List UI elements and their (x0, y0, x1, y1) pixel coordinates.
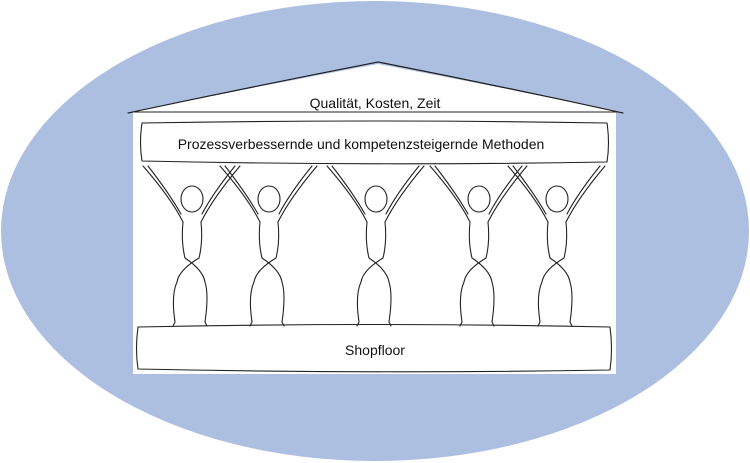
pillar-figure (326, 165, 425, 327)
figure-head (467, 185, 491, 213)
building-body (133, 112, 616, 374)
figure-arms (429, 165, 528, 223)
figure-body (172, 221, 208, 327)
figure-head (257, 185, 281, 213)
roof-label: Qualität, Kosten, Zeit (310, 95, 441, 111)
figure-body (537, 221, 573, 327)
roof-outline (127, 61, 624, 114)
pillar-figure (142, 165, 241, 327)
figure-arms (142, 165, 241, 223)
base-label: Shopfloor (345, 342, 405, 358)
beam (139, 120, 610, 165)
figure-arms (219, 165, 318, 223)
figure-body (249, 221, 285, 327)
base (135, 323, 613, 373)
pillar-figure (219, 165, 318, 327)
figure-arms (326, 165, 425, 223)
roof-fill (131, 64, 620, 112)
beam-label: Prozessverbessernde und kompetenzsteiger… (178, 136, 545, 152)
pillar-figures (142, 165, 606, 327)
pillar-figure (429, 165, 528, 327)
pillar-figure (507, 165, 606, 327)
figure-head (545, 185, 569, 213)
figure-arms (507, 165, 606, 223)
figure-head (364, 185, 388, 213)
figure-body (459, 221, 495, 327)
figure-head (180, 185, 204, 213)
figure-body (356, 221, 392, 327)
